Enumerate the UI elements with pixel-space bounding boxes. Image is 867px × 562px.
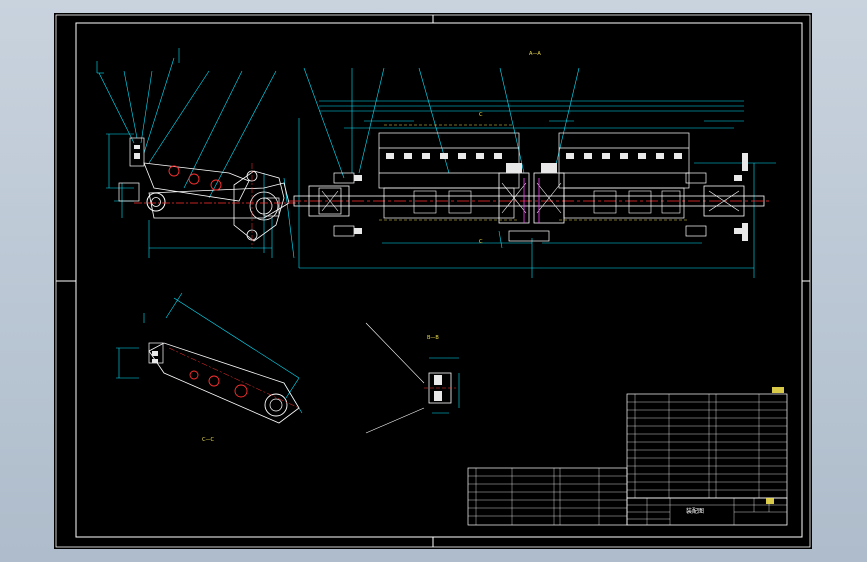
cad-drawing: A—A C C C—C [55, 14, 811, 548]
roller-stack-left [308, 185, 350, 217]
section-mark-c-bottom: C [479, 239, 483, 245]
parts-list-upper [626, 393, 788, 499]
section-mark-c-top: C [479, 112, 483, 118]
drawing-title: 装配图 [686, 507, 704, 515]
roller-stack-right [703, 185, 745, 217]
section-label-aa: A—A [529, 51, 541, 57]
lever-section-cc [116, 292, 303, 424]
roller-stack-center-b [533, 163, 565, 224]
lever-side-view [96, 48, 299, 259]
drawing-sheet: A—A C C C—C [54, 13, 812, 549]
section-label-cc: C—C [202, 437, 214, 443]
shaft-assembly-view [289, 67, 776, 278]
bracket-section-bb [365, 322, 460, 434]
section-label-bb: B—B [427, 335, 439, 341]
outer-border [55, 14, 811, 548]
center-marks [56, 15, 810, 547]
title-block [626, 387, 788, 526]
roller-stack-center-a [498, 163, 530, 224]
parts-list-lower [467, 467, 628, 526]
inner-border [75, 22, 803, 538]
